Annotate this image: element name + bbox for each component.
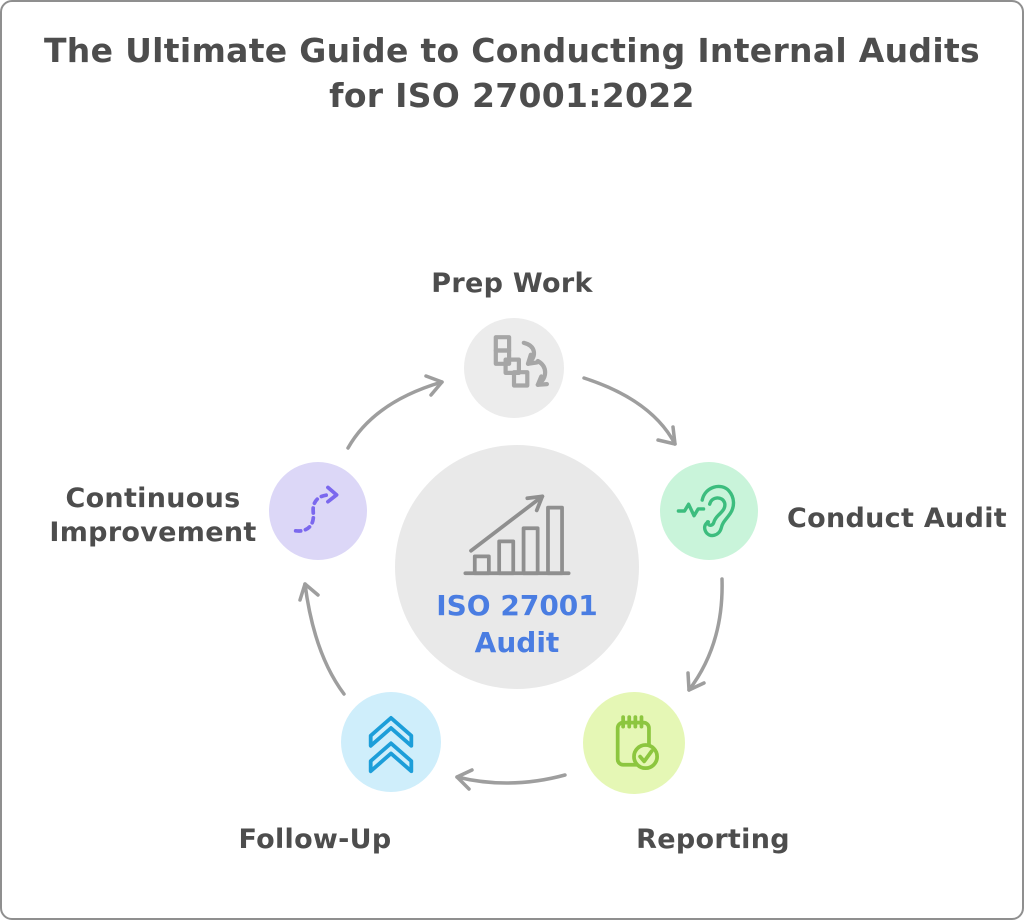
arrow-prep-work-to-conduct-audit <box>582 376 677 446</box>
node-label-follow-up: Follow-Up <box>238 824 392 855</box>
node-label-reporting: Reporting <box>636 824 790 855</box>
page-title-line2: for ISO 27001:2022 <box>329 76 695 115</box>
process-blocks-sync-icon <box>493 335 549 388</box>
arrow-reporting-to-follow-up <box>455 768 567 791</box>
arrow-conduct-audit-to-reporting <box>686 577 724 692</box>
node-circle-continuous-improvement <box>269 462 367 560</box>
page-title: The Ultimate Guide to Conducting Interna… <box>2 28 1022 118</box>
node-circle-follow-up <box>341 692 441 792</box>
dashed-curve-arrow-icon <box>293 485 339 533</box>
arrow-continuous-improvement-to-prep-work <box>346 374 444 450</box>
node-circle-prep-work <box>464 318 564 418</box>
center-hub-circle: ISO 27001 Audit <box>395 445 639 689</box>
node-circle-conduct-audit <box>660 462 758 560</box>
node-label-prep-work: Prep Work <box>431 268 593 299</box>
bar-chart-growth-icon <box>463 494 571 576</box>
node-label-continuous-improvement: Continuous Improvement <box>49 483 257 548</box>
listening-ear-icon <box>676 484 736 538</box>
notepad-check-icon <box>615 715 659 771</box>
center-hub-label-line1: ISO 27001 <box>436 589 598 622</box>
center-hub-label-line2: Audit <box>474 626 560 659</box>
node-circle-reporting <box>583 692 685 794</box>
arrow-follow-up-to-continuous-improvement <box>298 582 346 696</box>
page-title-line1: The Ultimate Guide to Conducting Interna… <box>44 31 980 70</box>
center-hub-label: ISO 27001 Audit <box>436 587 598 661</box>
node-label-conduct-audit: Conduct Audit <box>787 503 1007 534</box>
double-chevron-up-icon <box>368 715 414 774</box>
